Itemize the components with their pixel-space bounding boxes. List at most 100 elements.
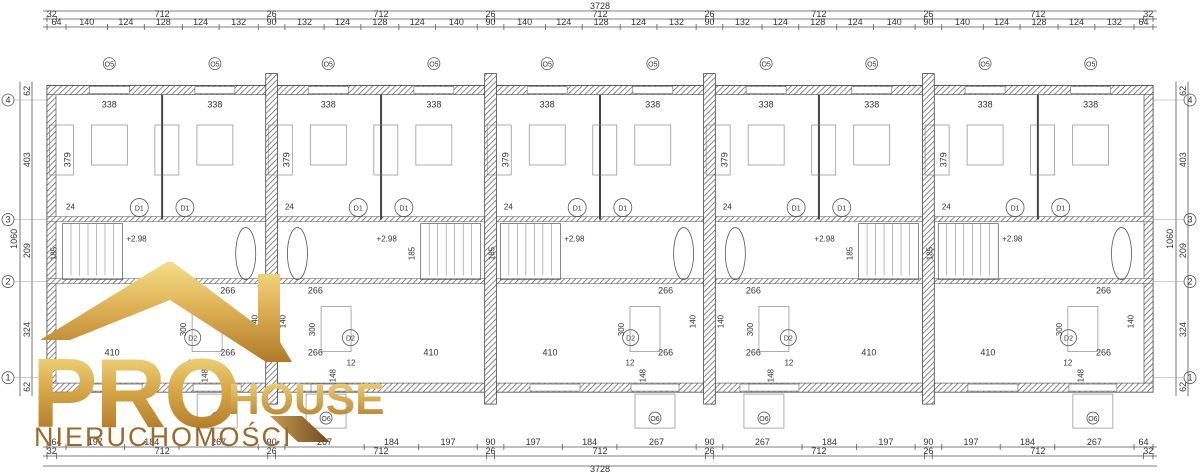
- step-label: 12: [347, 359, 356, 368]
- top-segment-dimension-label: 128: [372, 17, 387, 27]
- bedroom-width-label: 338: [864, 100, 879, 110]
- door-swing: [613, 198, 633, 217]
- window-bottom: [967, 383, 1019, 392]
- bottom-segment-dimension-label: 267: [649, 437, 664, 447]
- kitchen-width-label: 266: [308, 286, 323, 296]
- bottom-segment-dimension-label: 90: [486, 437, 496, 447]
- desk: [415, 124, 453, 166]
- bed: [267, 124, 293, 176]
- sofa: [320, 306, 352, 352]
- desk: [309, 124, 347, 166]
- top-segment-dimension-label: 128: [594, 17, 609, 27]
- bedroom-width-label: 338: [645, 100, 660, 110]
- door-label: D1: [618, 206, 627, 213]
- window-label: O5: [543, 62, 552, 69]
- window-marker: [208, 57, 222, 71]
- window-label: O6: [1088, 416, 1097, 423]
- unit-dimension-label: 32: [47, 9, 57, 19]
- step-label: 12: [1063, 359, 1072, 368]
- bottom-total-label: 3728: [590, 464, 610, 473]
- bedroom-width-label: 338: [759, 100, 774, 110]
- hall-depth-label: 148: [328, 368, 337, 382]
- door-swing: [786, 198, 806, 217]
- window-top: [1070, 86, 1111, 94]
- door-label: D1: [792, 206, 801, 213]
- window-bottom: [529, 383, 581, 392]
- bathtub: [673, 227, 695, 280]
- step-label: 12: [784, 359, 793, 368]
- party-wall: [703, 73, 716, 405]
- bedroom-depth-label: 379: [281, 152, 291, 167]
- level-label: +2.98: [814, 235, 835, 244]
- unit-dimension-label: 712: [811, 9, 826, 19]
- bottom-segment-dimension-label: 267: [317, 437, 332, 447]
- top-segment-dimension-label: 140: [79, 17, 94, 27]
- grid-axis-label: 2: [1187, 277, 1192, 287]
- bottom-unit-dimension-label: 32: [1143, 446, 1153, 456]
- hall-depth-label: 148: [201, 368, 210, 382]
- side-segment-label: 209: [1178, 243, 1188, 258]
- window-top: [194, 86, 236, 94]
- bottom-segment-dimension-label: 197: [963, 437, 978, 447]
- window-label: O6: [759, 416, 768, 423]
- window-top: [632, 86, 674, 94]
- hall-depth-label: 148: [1077, 368, 1086, 382]
- door-swing: [129, 198, 149, 217]
- bottom-unit-dimension-label: 26: [267, 446, 277, 456]
- door-swing: [1005, 198, 1025, 217]
- bathtub: [724, 227, 746, 280]
- level-label: +2.98: [564, 235, 585, 244]
- bath-depth-label: 140: [251, 314, 260, 328]
- top-segment-dimension-label: 64: [1138, 17, 1148, 27]
- hall-width-label: 266: [1096, 348, 1111, 358]
- stair-depth-label: 185: [408, 246, 417, 260]
- entrance-door: [1068, 383, 1118, 392]
- door-swing: [1060, 329, 1077, 347]
- top-segment-dimension-label: 128: [156, 17, 171, 27]
- top-segment-dimension-label: 124: [848, 17, 863, 27]
- kitchen-width-label: 266: [658, 286, 673, 296]
- stair-depth-label: 185: [925, 246, 934, 260]
- window-top: [745, 86, 787, 94]
- top-segment-dimension-label: 124: [631, 17, 646, 27]
- window-label: O5: [105, 62, 114, 69]
- window-marker: [646, 57, 660, 71]
- porch: [634, 393, 676, 429]
- staircase: [500, 223, 561, 280]
- top-segment-dimension-label: 90: [923, 17, 933, 27]
- top-segment-dimension-label: 90: [486, 17, 496, 27]
- window-marker: [427, 57, 441, 71]
- bedroom-width-label: 338: [207, 100, 222, 110]
- hall-width-label: 266: [308, 348, 323, 358]
- level-label: +2.98: [126, 235, 147, 244]
- side-total-label: 1060: [1165, 229, 1175, 249]
- wall-label: 24: [942, 203, 951, 212]
- level-label: +2.98: [377, 235, 398, 244]
- door-swing: [175, 198, 195, 217]
- bottom-segment-dimension-label: 267: [755, 437, 770, 447]
- bed: [49, 124, 74, 176]
- window-top: [851, 86, 893, 94]
- bathtub: [1111, 227, 1132, 280]
- unit-dimension-label: 26: [704, 9, 714, 19]
- desk: [1072, 124, 1109, 166]
- side-segment-label: 209: [22, 243, 32, 258]
- bottom-segment-dimension-label: 184: [144, 437, 159, 447]
- bottom-segment-dimension-label: 184: [1020, 437, 1035, 447]
- bottom-unit-dimension-label: 26: [923, 446, 933, 456]
- living-inner-label: 300: [746, 322, 755, 336]
- bottom-unit-dimension-label: 712: [1030, 446, 1045, 456]
- window-top: [413, 86, 455, 94]
- bath-depth-label: 140: [689, 314, 698, 328]
- window-top: [964, 86, 1006, 94]
- bottom-unit-dimension-label: 26: [704, 446, 714, 456]
- top-segment-dimension-label: 90: [267, 17, 277, 27]
- bottom-segment-dimension-label: 90: [923, 437, 933, 447]
- unit-dimension-label: 26: [267, 9, 277, 19]
- living-inner-label: 300: [1055, 322, 1064, 336]
- bottom-segment-dimension-label: 267: [211, 437, 226, 447]
- living-inner-label: 300: [617, 322, 626, 336]
- living-inner-label: 300: [308, 322, 317, 336]
